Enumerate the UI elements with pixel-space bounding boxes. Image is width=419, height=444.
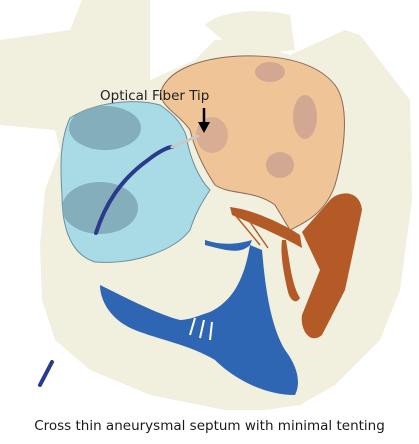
optical-fiber-tip-label: Optical Fiber Tip (100, 88, 209, 104)
figure-caption: Cross thin aneurysmal septum with minima… (0, 418, 419, 434)
left-atrium-spot (293, 95, 317, 139)
left-atrium-spot (255, 62, 285, 82)
left-atrium-spot (266, 152, 294, 178)
right-atrium-spot (69, 106, 141, 150)
catheter-sheath (40, 362, 52, 385)
